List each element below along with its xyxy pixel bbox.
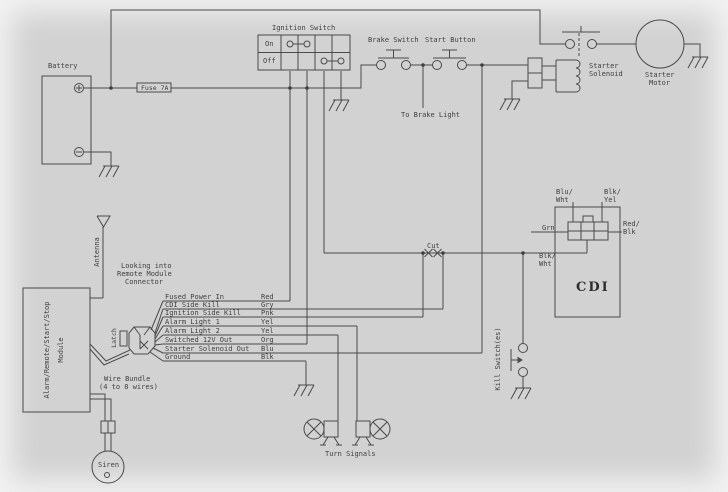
connector-note: Looking into (121, 262, 172, 270)
wire-color: Org (261, 336, 274, 344)
wire-color: Gry (261, 301, 274, 309)
module-label2: Module (57, 337, 65, 363)
wire-color: Blk (261, 353, 274, 361)
cdi-pin-blk-yel2: Yel (604, 196, 617, 204)
module-connector (128, 326, 156, 355)
symbols (89, 33, 709, 446)
wire-bundle-label: Wire Bundle (104, 375, 151, 383)
antenna-icon (96, 215, 111, 228)
cdi-title: CDI (576, 280, 610, 295)
ground-kill (510, 387, 532, 400)
turn-signals-label: Turn Signals (325, 450, 376, 458)
ground-module (293, 384, 315, 397)
starter-motor-label: Starter (645, 71, 675, 79)
battery-box (41, 75, 92, 165)
module-box (22, 287, 91, 413)
wire-color: Yel (261, 327, 274, 335)
relay-contact (565, 39, 575, 49)
start-button-label: Start Button (425, 36, 476, 44)
latch-rect (119, 330, 128, 347)
to-brake-light-label: To Brake Light (401, 111, 461, 119)
cdi-pin-blu-wht2: Wht (556, 196, 569, 204)
cdi-pin-red-blk: Red/ (623, 220, 640, 228)
wire-name: Ignition Side Kill (165, 309, 241, 317)
ground-motor (687, 56, 709, 69)
contacts (74, 19, 685, 484)
ground-ignition (328, 99, 350, 112)
wire-name: Alarm Light 2 (165, 327, 220, 335)
starter-solenoid-label: Starter (589, 62, 619, 70)
battery-plus-terminal (74, 83, 84, 93)
wire-name: Switched 12V Out (165, 336, 233, 344)
wire-name: Ground (165, 353, 191, 361)
brake-switch-label: Brake Switch (368, 36, 419, 44)
antenna-label: Antenna (93, 237, 101, 267)
cdi-pin-blk-wht2: Wht (539, 260, 552, 268)
cdi-pin-grn: Grn (542, 224, 555, 232)
kill-switch-contact (518, 343, 528, 353)
start-button-contact (432, 60, 442, 70)
wire-color: Blu (261, 345, 274, 353)
latch-label: Latch (110, 328, 118, 348)
ignition-off-label: Off (263, 57, 276, 65)
battery-label: Battery (48, 62, 78, 70)
cut-x-marks (424, 248, 442, 258)
connector-note3: Connector (125, 278, 163, 286)
fuse-label: Fuse 7A (141, 84, 169, 92)
cdi-pin-blu-wht: Blu/ (556, 188, 573, 196)
starter-motor-label2: Motor (649, 79, 671, 87)
wire-name: Starter Solenoid Out (165, 345, 250, 353)
wire-color: Yel (261, 318, 274, 326)
wire-name: CDI Side Kill (165, 301, 220, 309)
wire-color: Red (261, 293, 274, 301)
cdi-pin-red-blk2: Blk (623, 228, 636, 236)
connector-note2: Remote Module (117, 270, 172, 278)
cdi-box (554, 206, 621, 318)
ignition-switch-title: Ignition Switch (272, 24, 336, 32)
wire-name: Alarm Light 1 (165, 318, 220, 326)
cut-label: Cut (427, 242, 440, 250)
starter-solenoid-label2: Solenoid (589, 70, 623, 78)
turn-signal-right-lamp (369, 418, 391, 440)
wire-bundle-label2: (4 to 8 wires) (99, 383, 159, 391)
junction-dots (109, 63, 525, 255)
cdi-pin-blk-yel: Blk/ (604, 188, 621, 196)
wire-bundle (89, 343, 131, 366)
ignition-on-label: On (265, 40, 274, 48)
wire-name: Fused Power In (165, 293, 225, 301)
cdi-pin-blk-wht: Blk/ (539, 252, 556, 260)
module-label: Alarm/Remote/Start/Stop (43, 301, 51, 399)
wires (22, 9, 701, 451)
starter-motor-circle (635, 19, 685, 69)
ground-solenoid (499, 98, 521, 111)
wire-color: Pnk (261, 309, 274, 317)
ground-battery (98, 165, 120, 178)
brake-switch-contact (376, 60, 386, 70)
turn-signal-left-lamp (303, 418, 325, 440)
siren-label: Siren (98, 461, 120, 469)
kill-switch-label: Kill Switch(es) (494, 327, 502, 391)
battery-minus-terminal (74, 147, 84, 157)
siren-circle (91, 450, 125, 484)
